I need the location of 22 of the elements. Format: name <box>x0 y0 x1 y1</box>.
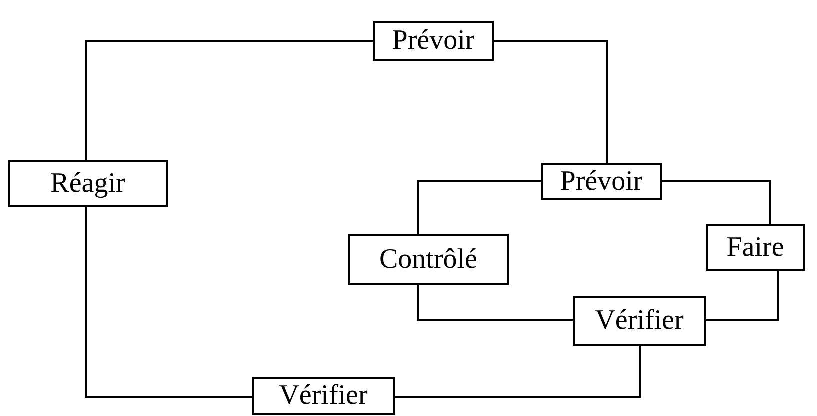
connector-line <box>85 40 373 160</box>
process-box <box>348 234 509 285</box>
process-box <box>373 21 494 61</box>
step-label: Vérifier <box>279 380 368 412</box>
connector-line <box>395 346 641 398</box>
step-label: Faire <box>726 232 784 264</box>
step-label: Contrôlé <box>380 244 478 276</box>
process-box <box>8 160 168 207</box>
step-label: Réagir <box>50 168 126 200</box>
connector-line <box>494 40 608 163</box>
connector-line <box>85 207 252 398</box>
connector-line <box>662 180 771 224</box>
process-box <box>252 377 395 415</box>
step-label: Prévoir <box>392 25 475 57</box>
connector-line <box>417 285 573 321</box>
connector-line <box>417 180 541 234</box>
process-box <box>706 224 805 271</box>
step-label: Prévoir <box>560 166 643 198</box>
process-box <box>541 163 662 200</box>
process-box <box>573 296 706 346</box>
connector-line <box>706 271 779 321</box>
step-label: Vérifier <box>595 305 684 337</box>
